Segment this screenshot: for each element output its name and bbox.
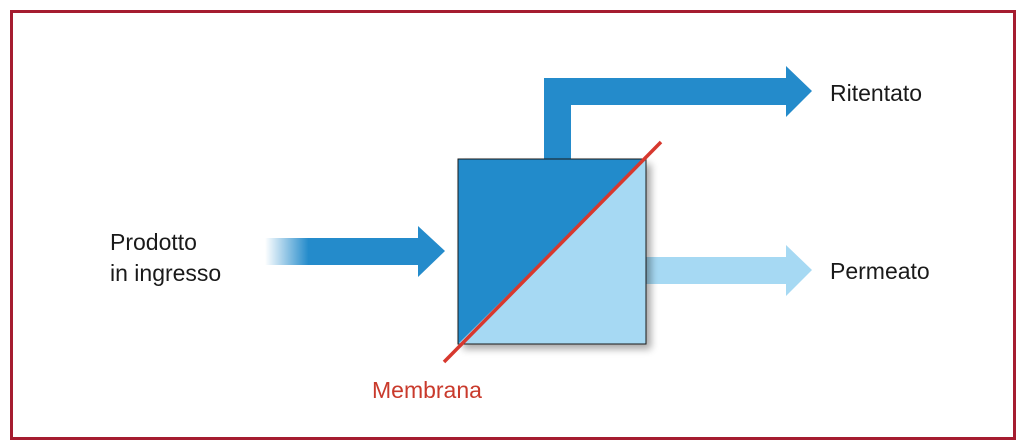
retentate-label: Ritentato [830, 80, 922, 106]
permeate-label: Permeato [830, 258, 930, 284]
input-label-line1: Prodotto [110, 229, 197, 255]
retentate-arrow-icon [544, 66, 812, 162]
membrane-label: Membrana [372, 377, 482, 403]
membrane-line [442, 140, 663, 364]
permeate-arrow-icon [646, 245, 812, 296]
input-arrow-icon [265, 226, 445, 277]
input-label-line2: in ingresso [110, 260, 221, 286]
